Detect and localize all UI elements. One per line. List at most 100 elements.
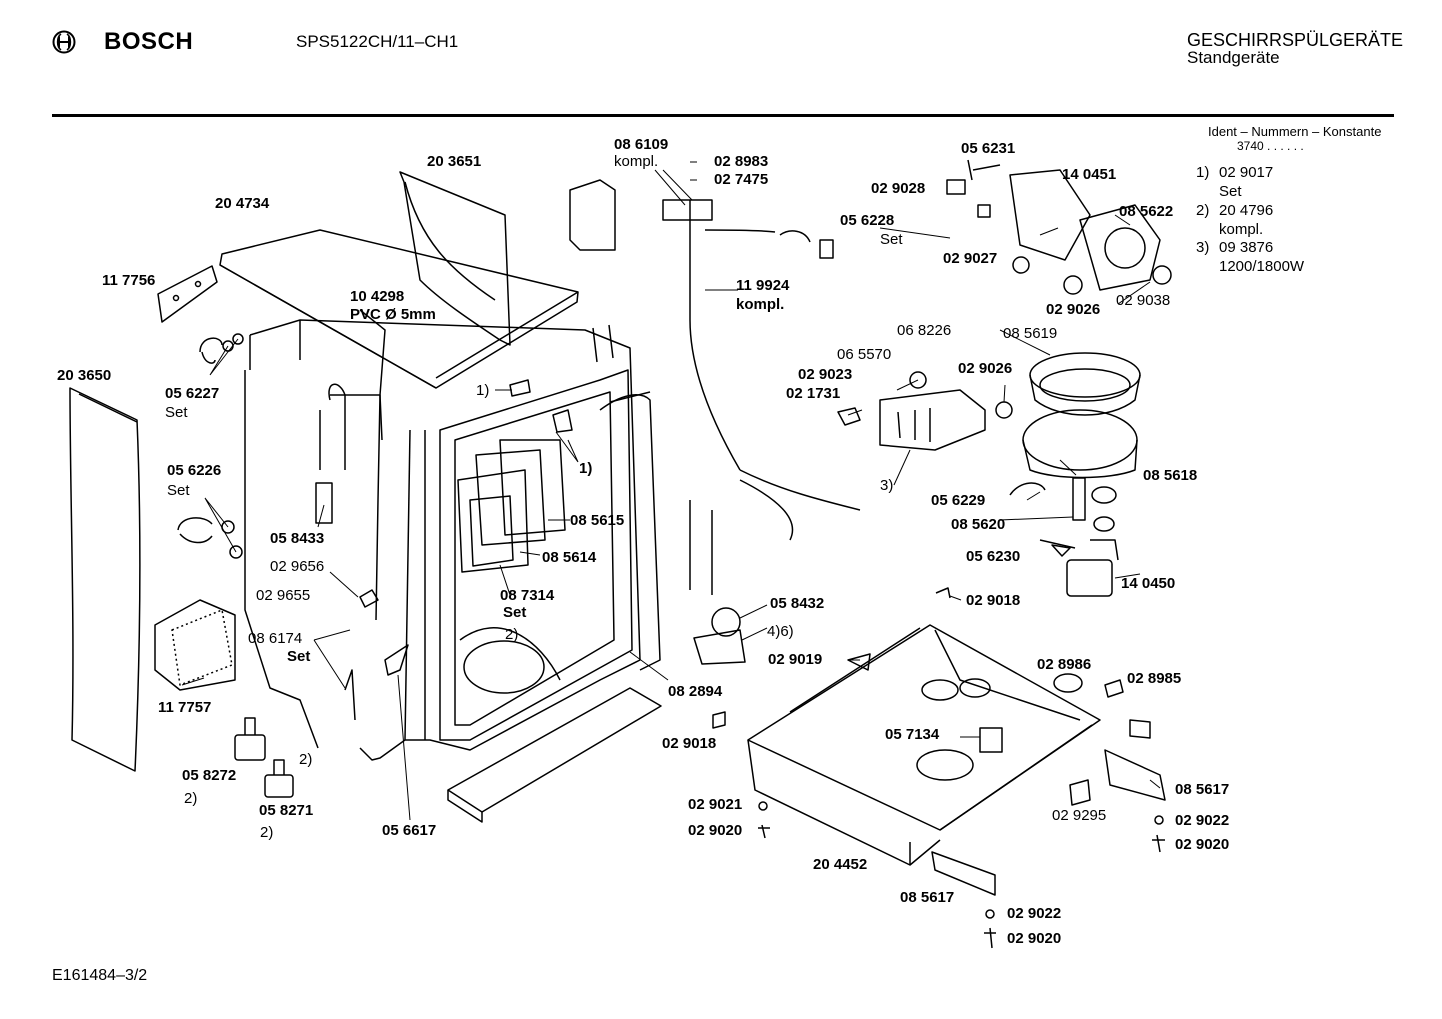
- part-label: Set: [287, 648, 311, 665]
- heater-assembly: [837, 371, 1013, 451]
- part-label: 02 9028: [871, 180, 926, 197]
- bosch-logo-icon: [52, 30, 76, 54]
- part-label: 2): [260, 824, 274, 841]
- drawing-reference: E161484–3/2: [52, 967, 148, 984]
- part-label: 05 6227: [165, 385, 220, 402]
- part-label: 08 6109: [614, 136, 669, 153]
- part-label: 02 9026: [1046, 301, 1101, 318]
- part-label: 05 6226: [167, 462, 222, 479]
- category-title: GESCHIRRSPÜLGERÄTE: [1187, 30, 1404, 50]
- part-label: 05 8432: [770, 595, 825, 612]
- part-label: 02 9655: [256, 587, 311, 604]
- part-label: 10 4298: [350, 288, 405, 305]
- part-label: 08 7314: [500, 587, 555, 604]
- note-key: 3): [1196, 239, 1210, 256]
- part-label: 08 5619: [1003, 325, 1058, 342]
- part-label: 05 8433: [270, 530, 325, 547]
- part-label: 02 9038: [1116, 292, 1171, 309]
- model-number: SPS5122CH/11–CH1: [296, 32, 459, 51]
- ident-title: Ident – Nummern – Konstante: [1208, 124, 1382, 139]
- part-label: 02 8985: [1127, 670, 1182, 687]
- part-label: 05 6229: [931, 492, 986, 509]
- part-label: 02 9020: [688, 822, 743, 839]
- pressure-switch: [689, 500, 746, 665]
- part-label: 05 6228: [840, 212, 895, 229]
- part-label: 06 8226: [897, 322, 952, 339]
- part-label: 08 5614: [542, 549, 597, 566]
- ident-value: 3740 . . . . . .: [1237, 139, 1304, 153]
- brand-name: BOSCH: [104, 28, 194, 55]
- part-label: 02 8983: [714, 153, 769, 170]
- drain-pump: [1039, 539, 1119, 597]
- part-label: 06 5570: [837, 346, 892, 363]
- part-label: kompl.: [736, 296, 785, 313]
- part-label: 1): [579, 460, 593, 477]
- adjustable-feet: [931, 749, 1166, 896]
- part-label: 20 4452: [813, 856, 868, 873]
- note-part: 09 3876: [1219, 239, 1274, 256]
- part-label: 08 5620: [951, 516, 1006, 533]
- part-label: 02 1731: [786, 385, 841, 402]
- part-label: 08 2894: [668, 683, 723, 700]
- screws: [758, 801, 1165, 949]
- part-label: 3): [880, 477, 894, 494]
- part-label: 02 9027: [943, 250, 998, 267]
- part-label: 02 9020: [1175, 836, 1230, 853]
- note-key: 1): [1196, 164, 1210, 181]
- part-label: 02 9018: [662, 735, 717, 752]
- part-label: 05 8272: [182, 767, 237, 784]
- note-desc: 1200/1800W: [1219, 258, 1305, 275]
- intake-hose: [689, 200, 861, 541]
- circulation-pump-assembly: [946, 159, 1172, 295]
- note-desc: Set: [1219, 183, 1242, 200]
- part-label: 08 5618: [1143, 467, 1198, 484]
- part-label: Set: [503, 604, 527, 621]
- part-label: Set: [165, 404, 188, 421]
- part-label: 02 9019: [768, 651, 823, 668]
- part-label: 1): [476, 382, 490, 399]
- filter-plates: [457, 439, 566, 573]
- note-part: 20 4796: [1219, 202, 1274, 219]
- part-label: 2): [505, 626, 519, 643]
- salt-container: [569, 179, 713, 251]
- part-label: 2): [299, 751, 313, 768]
- part-label: 02 9018: [966, 592, 1021, 609]
- part-label: 05 6230: [966, 548, 1021, 565]
- part-label: 02 9022: [1007, 905, 1062, 922]
- part-label: 02 9295: [1052, 807, 1107, 824]
- front-strip: [447, 687, 662, 823]
- main-body-frame: [244, 309, 641, 761]
- part-label: 11 7756: [102, 272, 156, 289]
- part-label: 20 3651: [427, 153, 482, 170]
- part-label: 11 7757: [158, 699, 212, 716]
- part-label: 14 0451: [1062, 166, 1117, 183]
- insulation-mat: [154, 599, 236, 691]
- part-label: kompl.: [614, 153, 659, 170]
- part-label: 02 9026: [958, 360, 1013, 377]
- part-label: 20 4734: [215, 195, 270, 212]
- part-label: 20 3650: [57, 367, 112, 384]
- side-panel-left-part: [69, 387, 141, 772]
- header-divider: [52, 114, 1394, 117]
- hose-clamps-top: [177, 333, 244, 559]
- top-cover-part: [219, 229, 579, 389]
- part-label: 02 9022: [1175, 812, 1230, 829]
- part-label: 02 9656: [270, 558, 325, 575]
- sump-assembly: [1009, 352, 1141, 532]
- note-key: 2): [1196, 202, 1210, 219]
- part-label: 02 9023: [798, 366, 853, 383]
- part-label: 05 6231: [961, 140, 1016, 157]
- part-label: Set: [167, 482, 190, 499]
- subcategory-title: Standgeräte: [1187, 48, 1280, 67]
- part-label: 08 6174: [248, 630, 303, 647]
- door-seal: [599, 391, 661, 671]
- note-part: 02 9017: [1219, 164, 1274, 181]
- pvc-wiring: [315, 383, 346, 524]
- part-label: 08 5617: [900, 889, 955, 906]
- part-label: PVC Ø 5mm: [350, 306, 436, 323]
- part-label: Set: [880, 231, 903, 248]
- part-label: 08 5622: [1119, 203, 1174, 220]
- part-label: 14 0450: [1121, 575, 1176, 592]
- part-label: 02 9021: [688, 796, 743, 813]
